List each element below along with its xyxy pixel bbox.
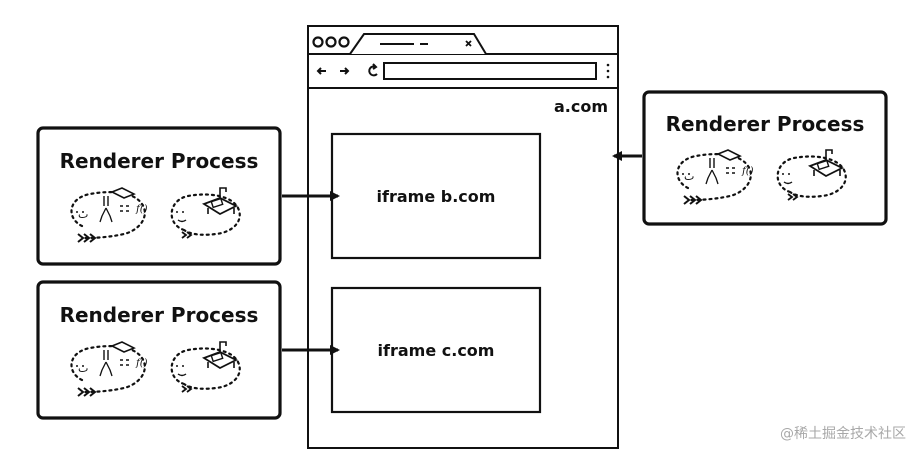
browser-window: a.com iframe b.com iframe c.com xyxy=(307,25,619,449)
origin-label: a.com xyxy=(554,97,608,116)
iframe-c-box xyxy=(330,286,542,414)
address-bar[interactable] xyxy=(383,62,597,80)
renderer-process-box-2: Renderer Process xyxy=(36,280,282,420)
iframe-c-label: iframe c.com xyxy=(378,341,495,360)
reload-icon[interactable] xyxy=(368,63,378,77)
renderer-process-title-1: Renderer Process xyxy=(60,149,259,173)
menu-dots-icon[interactable] xyxy=(606,63,610,79)
window-control-icons xyxy=(312,36,350,48)
renderer-process-title-2: Renderer Process xyxy=(60,303,259,327)
renderer-process-box-3: Renderer Process xyxy=(642,90,888,226)
iframe-b-box xyxy=(330,132,542,260)
forward-arrow-icon[interactable] xyxy=(340,67,350,75)
tab-close-icon[interactable] xyxy=(465,40,472,47)
iframe-b-label: iframe b.com xyxy=(377,187,496,206)
renderer-process-title-3: Renderer Process xyxy=(666,112,865,136)
back-arrow-icon[interactable] xyxy=(316,67,326,75)
browser-tab[interactable] xyxy=(349,33,487,55)
watermark-text: @稀土掘金技术社区 xyxy=(780,426,906,442)
renderer-process-box-1: Renderer Process xyxy=(36,126,282,266)
